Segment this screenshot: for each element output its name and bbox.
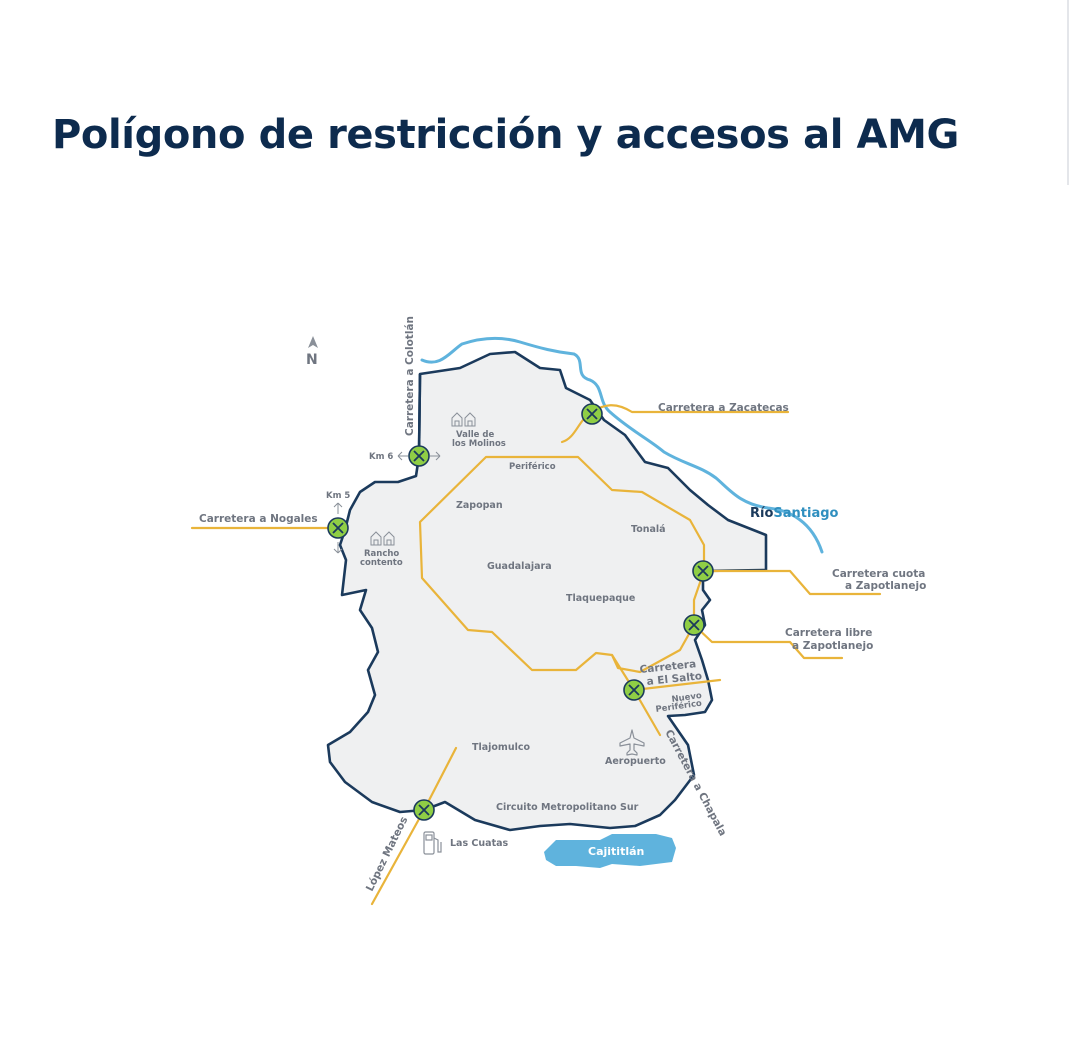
checkpoint-cuota-zapotlanejo-icon — [692, 560, 714, 582]
km6-arrow-icon — [397, 451, 441, 461]
place-label-rancho-2: contento — [360, 558, 403, 568]
road-label-nogales: Carretera a Nogales — [199, 513, 318, 525]
road-label-circuito: Circuito Metropolitano Sur — [496, 802, 639, 813]
page-title: Polígono de restricción y accesos al AMG — [52, 112, 959, 158]
checkpoint-nogales-icon — [327, 517, 349, 539]
place-label-zapopan: Zapopan — [456, 500, 503, 511]
river-santiago — [420, 336, 824, 554]
checkpoint-colotlan-icon — [408, 445, 430, 467]
place-label-tlajomulco: Tlajomulco — [472, 742, 530, 753]
place-label-tonala: Tonalá — [631, 524, 666, 535]
road-libre-zapotlanejo — [692, 623, 844, 660]
checkpoint-el-salto-icon — [623, 679, 645, 701]
road-label-zacatecas: Carretera a Zacatecas — [658, 402, 789, 414]
housing-rancho-icon — [370, 531, 395, 546]
road-label-nuevo-1: Nuevo — [671, 691, 703, 705]
place-label-valle-1: Valle de — [456, 430, 494, 440]
place-label-rancho-1: Rancho — [364, 549, 399, 559]
place-label-tlaquepaque: Tlaquepaque — [566, 593, 635, 604]
road-label-libre-2: a Zapotlanejo — [792, 640, 873, 652]
north-arrow-icon: N — [306, 336, 318, 368]
fuel-pump-icon — [423, 831, 442, 855]
km5-arrow-icon — [333, 502, 343, 554]
river-prefix: Río — [750, 506, 773, 521]
lake-label: Cajititlán — [588, 845, 644, 858]
river-label: RíoSantiago — [750, 506, 839, 521]
road-label-colotlan: Carretera a Colotlán — [404, 316, 416, 436]
road-label-periferico: Periférico — [509, 461, 556, 472]
periferico-ring — [418, 455, 706, 674]
place-label-guadalajara: Guadalajara — [487, 561, 552, 572]
road-label-libre-1: Carretera libre — [785, 627, 872, 639]
checkpoint-zacatecas-icon — [581, 403, 603, 425]
housing-valle-icon — [451, 412, 476, 427]
km5-label: Km 5 — [326, 491, 350, 501]
road-label-cuota-1: Carretera cuota — [832, 568, 925, 580]
airplane-icon — [619, 729, 645, 756]
km6-label: Km 6 — [369, 452, 393, 462]
place-label-aeropuerto: Aeropuerto — [605, 756, 666, 767]
river-name: Santiago — [773, 506, 838, 521]
page-edge-line — [1067, 0, 1069, 185]
checkpoints — [327, 403, 714, 821]
checkpoint-libre-zapotlanejo-icon — [683, 614, 705, 636]
lake-cajititlan — [544, 834, 676, 868]
road-label-cuota-2: a Zapotlanejo — [845, 580, 926, 592]
road-cuota-zapotlanejo — [701, 569, 882, 596]
restriction-polygon — [326, 350, 768, 832]
road-label-lopez-mateos: López Mateos — [364, 815, 410, 893]
road-el-salto — [632, 678, 722, 692]
road-label-elsalto-1: Carretera — [639, 658, 697, 676]
place-label-las-cuatas: Las Cuatas — [450, 838, 509, 849]
place-label-valle-2: los Molinos — [452, 439, 506, 449]
road-label-elsalto-2: a El Salto — [646, 670, 703, 688]
svg-text:RíoSantiago: RíoSantiago — [750, 506, 839, 521]
north-label: N — [306, 352, 318, 368]
checkpoint-lopez-mateos-icon — [413, 799, 435, 821]
